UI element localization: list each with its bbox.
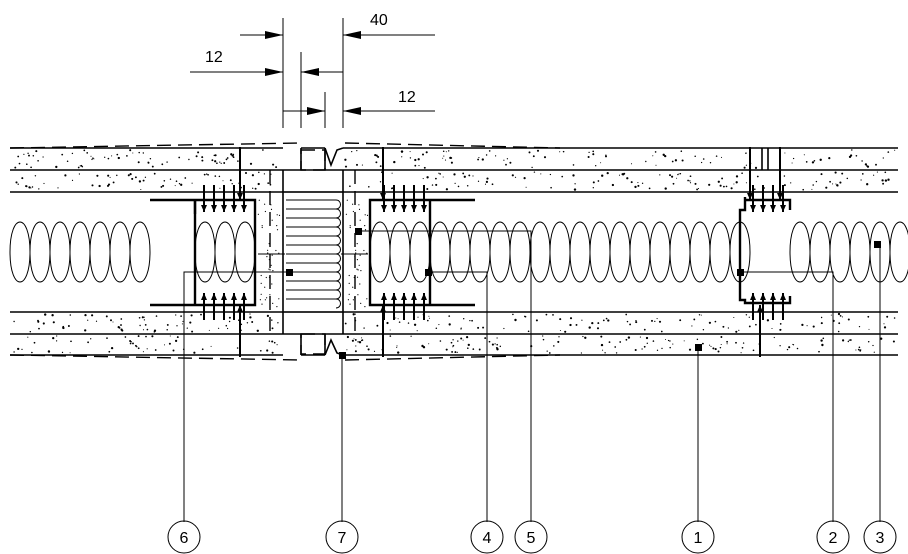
svg-text:4: 4 <box>483 530 492 547</box>
callout-2: 2 <box>816 520 850 554</box>
callout-3: 3 <box>863 520 897 554</box>
dimension-lines <box>190 18 435 128</box>
callout-1: 1 <box>681 520 715 554</box>
svg-text:1: 1 <box>694 530 703 547</box>
callout-6: 6 <box>167 520 201 554</box>
marker-squares <box>286 228 881 359</box>
svg-text:2: 2 <box>829 530 838 547</box>
svg-text:3: 3 <box>876 530 885 547</box>
mineral-wool-insulation <box>9 221 908 283</box>
svg-text:7: 7 <box>338 530 347 547</box>
screws <box>201 147 786 357</box>
svg-text:6: 6 <box>180 530 189 547</box>
dimension-12-left-label: 12 <box>205 49 223 66</box>
dashed-outline <box>9 142 561 361</box>
gypsum-boards <box>10 147 898 357</box>
callout-4: 4 <box>470 520 504 554</box>
board-texture <box>13 149 896 354</box>
svg-text:5: 5 <box>527 530 536 547</box>
callout-5: 5 <box>514 520 548 554</box>
callout-7: 7 <box>325 520 359 554</box>
joint-insulation-strip <box>258 191 368 313</box>
leader-lines <box>183 230 881 522</box>
dimension-12-right-label: 12 <box>398 89 416 106</box>
steel-studs <box>150 197 792 307</box>
dimension-40-label: 40 <box>370 12 388 29</box>
